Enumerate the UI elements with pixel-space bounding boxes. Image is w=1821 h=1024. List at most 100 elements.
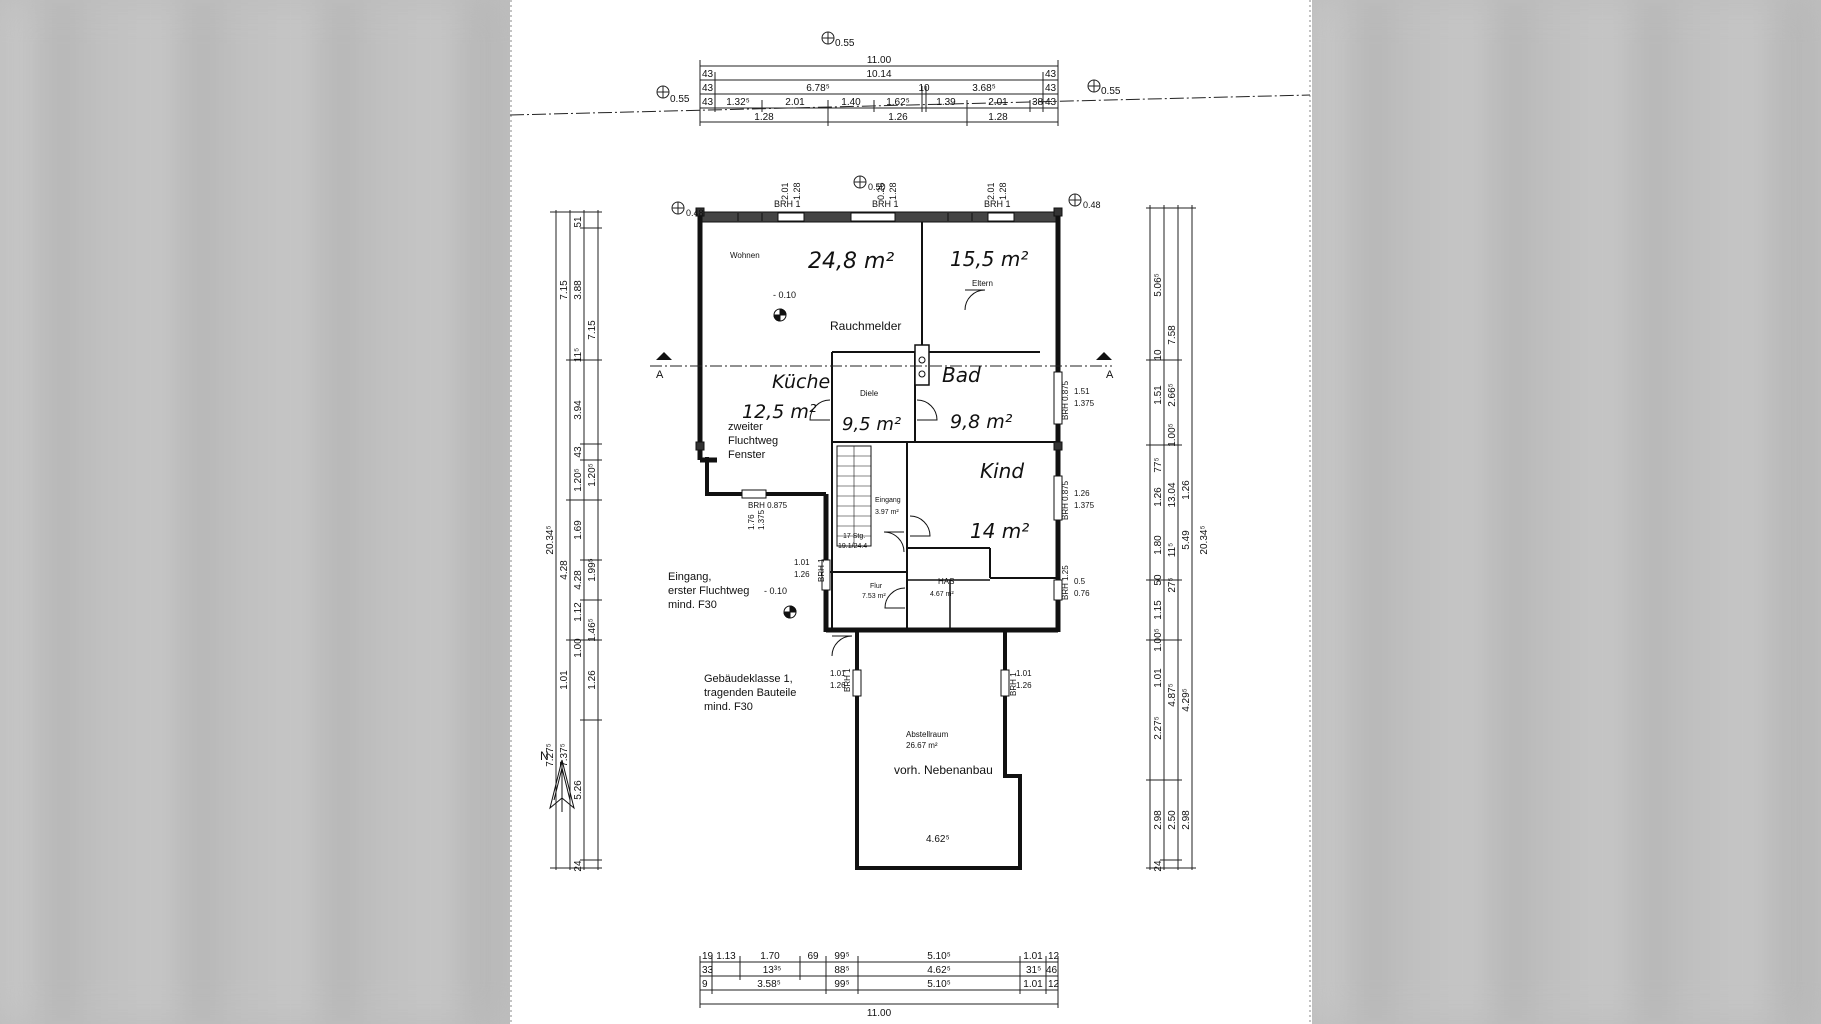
- window-top-left-h: 1.28: [792, 182, 802, 200]
- level-building-right: 0.48: [1083, 200, 1101, 210]
- dim-top-r4-6: 2.01: [988, 97, 1008, 108]
- stairs-label: 17 Stg.: [843, 533, 865, 540]
- dim-right-c2-2: 1.00⁵: [1167, 423, 1178, 447]
- room-bad-area: 9,8 m²: [950, 411, 1013, 433]
- fluchtweg2-line1: zweiter: [728, 421, 763, 433]
- window-kind-brh: BRH 0.875: [1061, 480, 1070, 520]
- top-dimension-chain: [510, 31, 1311, 126]
- nebenanbau-windows: [852, 669, 1010, 697]
- dim-right-c1-1: 10: [1153, 349, 1164, 361]
- room-wohnen-level: - 0.10: [773, 290, 796, 300]
- window-top-mid-w: 0.26: [876, 182, 886, 200]
- dim-right-c2-4: 11⁵: [1167, 543, 1178, 558]
- dim-top-r4-5: 1.39: [936, 97, 956, 108]
- dim-bottom-r1-2: 1.70: [760, 951, 780, 962]
- section-line-a: [650, 352, 1112, 367]
- window-bad-w: 1.51: [1074, 387, 1090, 396]
- window-top-right-w: 2.01: [986, 182, 996, 200]
- dim-right-c1-6: 50: [1153, 574, 1164, 586]
- dim-left-c2-0: 7.15: [559, 280, 570, 300]
- dim-top-r4-7: 38: [1032, 97, 1044, 108]
- dim-bottom-r2-2: 88⁵: [834, 965, 849, 976]
- dim-left-c2-2: 1.01: [559, 670, 570, 690]
- dim-top-r4-4: 1.62⁵: [886, 97, 910, 108]
- dim-top-r2-0: 43: [702, 69, 714, 80]
- window-top-mid-brh: BRH 1: [872, 199, 899, 209]
- blurred-background-right: [1312, 0, 1821, 1024]
- north-arrow-icon: [549, 759, 575, 812]
- window-bad-brh: BRH 0.875: [1061, 380, 1070, 420]
- window-kueche-h: 1.375: [757, 509, 766, 530]
- dim-right-outer: 20.34⁵: [1199, 525, 1210, 554]
- room-abstellraum-area: 26.67 m²: [906, 741, 938, 750]
- dim-bottom-r1-3: 69: [807, 951, 819, 962]
- dim-left-c3-4: 43: [573, 446, 584, 458]
- dim-left-c3-5: 1.20⁵: [573, 468, 584, 492]
- room-wohnen-label: Wohnen: [730, 251, 760, 260]
- room-flur-label: Flur: [870, 583, 883, 590]
- dim-top-total: 11.00: [867, 55, 892, 66]
- dim-top-r5-0: 1.28: [754, 112, 774, 123]
- dim-left-c3-3: 3.94: [573, 400, 584, 420]
- dim-left-c4-0: 7.15: [587, 320, 598, 340]
- dim-bottom-r2-4: 31⁵: [1026, 965, 1041, 976]
- dim-left-c3-0: 51: [573, 216, 584, 228]
- dim-top-r3-0: 43: [702, 83, 714, 94]
- dim-bottom-r3-1: 3.58⁵: [757, 979, 781, 990]
- dim-bottom-total: 11.00: [867, 1008, 892, 1019]
- dim-right-c2-0: 7.58: [1167, 325, 1178, 345]
- dim-right-c1-5: 1.80: [1153, 535, 1164, 555]
- window-kind-w: 1.26: [1074, 489, 1090, 498]
- room-kind-area: 14 m²: [970, 519, 1029, 543]
- dim-right-c3-3: 2.98: [1181, 810, 1192, 830]
- window-has-h: 0.76: [1074, 589, 1090, 598]
- right-dimension-chain: [1146, 205, 1196, 870]
- window-ab-right-w: 1.01: [1016, 669, 1032, 678]
- dim-left-c3-10: 1.26: [587, 670, 598, 690]
- wohnen-level-symbol: [773, 308, 787, 322]
- dim-right-c3-0: 5.49: [1181, 530, 1192, 550]
- room-has-label: HAS: [938, 577, 954, 586]
- dim-left-c3-6: 1.69: [573, 520, 584, 540]
- abstellraum-width: 4.62⁵: [926, 834, 950, 845]
- dim-bottom-r3-5: 12: [1048, 979, 1060, 990]
- dim-left-c4-1: 1.20⁵: [587, 463, 598, 487]
- dim-right-c1-9: 1.01: [1153, 668, 1164, 688]
- dim-top-r4-2: 2.01: [785, 97, 805, 108]
- dim-left-c3-9: 1.00: [573, 638, 584, 658]
- dim-top-r3-4: 43: [1045, 83, 1057, 94]
- gebaeude-line3: mind. F30: [704, 701, 753, 713]
- window-ab-right-brh: BRH 1: [1009, 672, 1018, 696]
- dim-right-c1-10: 2.27⁵: [1153, 716, 1164, 740]
- left-dimension-chain: [550, 210, 602, 870]
- dim-bottom-r2-5: 46: [1046, 965, 1058, 976]
- dim-bottom-r2-3: 4.62⁵: [927, 965, 951, 976]
- dim-bottom-r2-1: 13³⁵: [763, 965, 782, 976]
- gebaeude-line1: Gebäudeklasse 1,: [704, 673, 793, 685]
- window-top-right-brh: BRH 1: [984, 199, 1011, 209]
- dim-right-c3-2: 4.29⁵: [1181, 688, 1192, 712]
- blurred-background-left: [0, 0, 510, 1024]
- north-label: N: [540, 749, 549, 763]
- right-dimension-labels: 20.34⁵ 5.06⁵ 10 1.51 77⁵ 1.26 1.80 50 1.…: [1153, 273, 1210, 871]
- window-top-right-h: 1.28: [998, 182, 1008, 200]
- dim-top-r4-3: 1.40: [841, 97, 861, 108]
- dim-right-c1-7: 1.15: [1153, 600, 1164, 620]
- eingang-level-symbol: [783, 605, 797, 619]
- window-kueche-brh: BRH 0.875: [748, 501, 788, 510]
- window-eingang-w: 1.01: [794, 558, 810, 567]
- dim-right-c1-4: 1.26: [1153, 487, 1164, 507]
- dim-left-c3-1: 3.88: [573, 280, 584, 300]
- top-dimension-labels: 0.55 0.55 0.55 11.00 43 10.14 43 43 6.78…: [670, 38, 1121, 123]
- dim-bottom-r1-0: 19: [702, 951, 714, 962]
- window-top-left-w: 2.01: [780, 182, 790, 200]
- room-abstellraum-label: Abstellraum: [906, 730, 949, 739]
- left-dimension-labels: 20.34⁵ 7.15 4.28 1.01 7.37⁵ 7.27⁵ 51 3.8…: [545, 216, 598, 872]
- bottom-dimension-chain: [699, 956, 1059, 1008]
- room-labels: Wohnen 24,8 m² - 0.10 Rauchmelder 15,5 m…: [730, 247, 1029, 600]
- nebenanbau-walls: [855, 632, 1022, 870]
- dim-bottom-r3-3: 5.10⁵: [927, 979, 951, 990]
- nebenanbau-labels: 1.01 1.26 BRH 1 1.01 1.26 BRH 1 Abstellr…: [830, 668, 1032, 845]
- window-top-mid-h: 1.28: [888, 182, 898, 200]
- dim-top-r4-0: 43: [702, 97, 714, 108]
